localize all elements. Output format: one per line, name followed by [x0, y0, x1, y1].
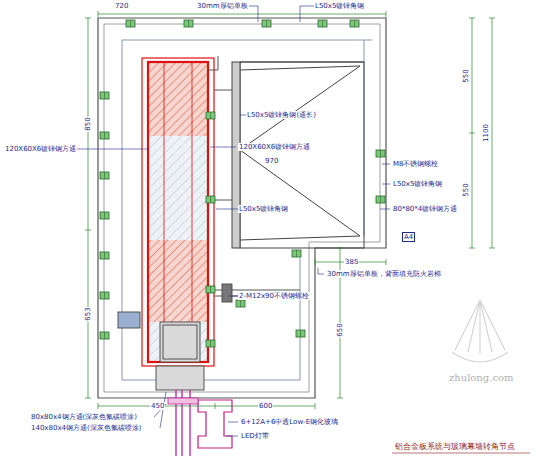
- callout-label: 80*80*4镀锌钢方通: [392, 205, 458, 213]
- leader-line: [76, 6, 530, 453]
- aluminum-clip: [100, 132, 109, 139]
- steel-column: [142, 58, 214, 366]
- detail-tag: A4: [402, 232, 415, 242]
- callout-label: 80x80x4钢方通(深灰色氟碳喷涂): [30, 413, 138, 421]
- callout-label: L50x5镀锌角钢: [238, 205, 289, 213]
- dimension-text: 653: [84, 306, 92, 321]
- panel-outline: [98, 18, 386, 398]
- aluminum-clip: [318, 20, 327, 27]
- dimension-text: 650: [336, 322, 344, 337]
- dimension-text: 970: [264, 157, 279, 165]
- angle-steel: [208, 56, 300, 302]
- aluminum-clip: [100, 92, 109, 99]
- aluminum-clip: [126, 20, 135, 27]
- aluminum-clip: [184, 20, 193, 27]
- aluminum-clip: [236, 300, 245, 307]
- aluminum-clip: [296, 330, 305, 337]
- callout-label: 120X60X6镀锌钢方通: [238, 143, 311, 151]
- dimension-text: 550: [462, 68, 470, 83]
- dimension-text: 550: [462, 182, 470, 197]
- aluminum-clip: [206, 196, 215, 203]
- dimension-text: 600: [258, 402, 273, 410]
- callout-label: 2-M12x90不锈钢螺栓: [238, 292, 310, 300]
- steel-tube: [118, 312, 204, 390]
- aluminum-clip: [206, 286, 215, 293]
- dimension-text: 720: [114, 2, 129, 10]
- callout-label: 140x80x4钢方通(深灰色氟碳喷涂): [30, 424, 142, 432]
- callout-label: L50x5镀锌角钢: [392, 180, 443, 188]
- dimension-line: [85, 11, 495, 409]
- aluminum-clip: [262, 20, 271, 27]
- dimension-text: 1100: [482, 123, 490, 143]
- aluminum-clip: [100, 332, 109, 339]
- dimension-text: 385: [344, 258, 359, 266]
- aluminum-clip: [376, 150, 385, 157]
- watermark: zhulong.com: [448, 372, 515, 383]
- aluminum-clip: [350, 20, 359, 27]
- dimension-text: 850: [84, 116, 92, 131]
- aluminum-clip-group: [100, 20, 385, 347]
- callout-label: 120X60X6镀锌钢方通: [4, 145, 77, 153]
- aluminum-clip: [100, 172, 109, 179]
- callout-label: LED灯带: [240, 432, 270, 440]
- aluminum-clip: [100, 292, 109, 299]
- drawing-title: 铝合金板系统与玻璃幕墙转角节点: [394, 443, 516, 451]
- aluminum-clip: [292, 250, 301, 257]
- aluminum-clip: [206, 112, 215, 119]
- callout-label: 30mm厚铝单板，背面填充防火岩棉: [326, 270, 456, 278]
- glass-curtain-wall: [168, 390, 232, 456]
- aluminum-clip: [100, 212, 109, 219]
- steel-truss: [232, 62, 364, 248]
- callout-label: 6+12A+6中透Low-E钢化玻璃: [240, 418, 339, 426]
- watermark-logo: [452, 300, 508, 362]
- callout-label: L50x5镀锌角钢(通长): [246, 111, 317, 119]
- aluminum-clip: [376, 196, 385, 203]
- callout-label: M8不锈钢螺栓: [392, 160, 440, 168]
- aluminum-clip: [206, 340, 215, 347]
- dimension-text: 450: [150, 402, 165, 410]
- sub-frame: [122, 40, 372, 380]
- aluminum-clip: [100, 252, 109, 259]
- callout-label: 30mm厚铝单板: [196, 2, 249, 10]
- callout-label: L50x5镀锌角钢: [314, 2, 365, 10]
